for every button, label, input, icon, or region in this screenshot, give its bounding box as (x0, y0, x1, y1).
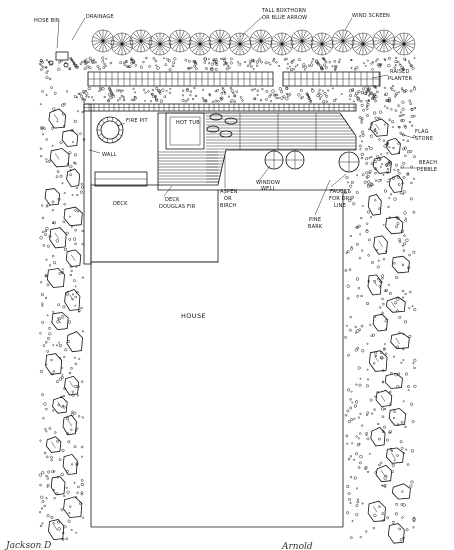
leader-lines (56, 16, 418, 216)
label-pine: PINE (309, 217, 321, 223)
hot-tub (165, 112, 205, 150)
tree-symbol (129, 29, 153, 53)
label-aspen: ASPEN (220, 189, 238, 195)
hose-bin (48, 51, 69, 68)
raised-planter-right (282, 71, 381, 87)
label-window: WINDOW (256, 180, 280, 186)
tree-symbol (392, 32, 416, 56)
label-fire-pit: FIRE PIT (126, 118, 148, 124)
tree-symbol (310, 32, 334, 56)
footer-note-left: Jackson D (4, 541, 51, 550)
tree-symbol (91, 29, 115, 53)
tree-symbol (270, 32, 294, 56)
wall (83, 103, 357, 265)
flagstone-path-right (367, 118, 411, 544)
label-hot-tub: HOT TUB (176, 120, 200, 126)
label-stone: STONE (415, 136, 433, 142)
label-house: HOUSE (181, 312, 206, 320)
tree-symbol (110, 32, 134, 56)
tree-symbol (249, 29, 273, 53)
house-outline (90, 184, 344, 528)
label-wind-screen: WIND SCREEN (352, 13, 390, 19)
label-raised: RAISED (390, 69, 410, 75)
label-deck-fir: DECK (165, 197, 180, 203)
tree-symbol (188, 32, 212, 56)
shrub-symbol (285, 150, 305, 170)
tree-symbol (290, 29, 314, 53)
label-hose-bin: HOSE BIN (34, 18, 60, 24)
tree-symbol (168, 29, 192, 53)
label-flag: FLAG (415, 129, 429, 135)
tree-symbol (372, 29, 396, 53)
raised-planter-left (87, 71, 274, 87)
tree-symbol (228, 32, 252, 56)
fire-pit (96, 116, 124, 144)
tree-symbol (351, 32, 375, 56)
stepping-stones (206, 113, 238, 138)
label-birch: BIRCH (220, 203, 236, 209)
label-beach: BEACH (419, 160, 437, 166)
label-douglas-fir: DOUGLAS FIR (159, 204, 196, 210)
flagstone-path-left (44, 108, 83, 541)
label-or-blue-arrow: OR BLUE ARROW (262, 15, 307, 21)
shrub-symbol (264, 150, 284, 170)
deck-douglas-fir (157, 112, 357, 186)
label-bark: BARK (308, 224, 323, 230)
tree-symbol (331, 29, 355, 53)
label-faucet: FAUCET (330, 189, 351, 195)
label-line: LINE (334, 203, 346, 209)
beach-pebble-area (38, 56, 417, 542)
wind-screen-trees (91, 29, 416, 56)
window-well-shrubs (264, 150, 360, 173)
label-well: WELL (261, 186, 275, 192)
label-planter: PLANTER (388, 76, 412, 82)
label-for-drip: FOR DRIP (329, 196, 354, 202)
label-pebble: PEBBLE (417, 167, 437, 173)
tree-symbol (208, 29, 232, 53)
footer-note-right: Arnold (281, 542, 313, 550)
label-drainage: DRAINAGE (86, 14, 114, 20)
shrub-symbol (338, 151, 360, 173)
label-or: OR (224, 196, 232, 202)
tree-symbol (148, 32, 172, 56)
label-wall: WALL (102, 152, 116, 158)
label-tall-boxthorn: TALL BOXTHORN (261, 8, 306, 14)
label-deck: DECK (113, 201, 128, 207)
